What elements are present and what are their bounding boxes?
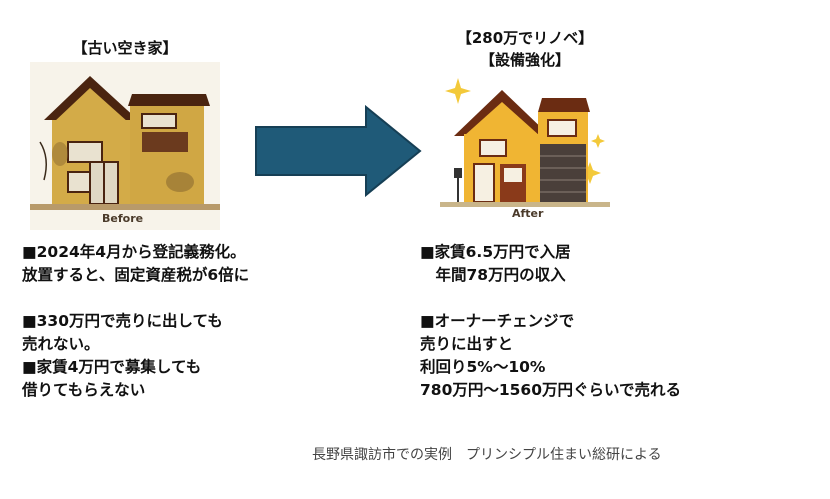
right-arrow-icon xyxy=(255,104,422,198)
before-line: ■家賃4万円で募集しても xyxy=(22,358,202,376)
old-house-illustration xyxy=(30,62,220,230)
after-line: 年間78万円の収入 xyxy=(420,266,566,284)
transition-arrow xyxy=(254,104,422,198)
after-line: 780万円～1560万円ぐらいで売れる xyxy=(420,381,682,399)
before-line: ■2024年4月から登記義務化。 xyxy=(22,243,246,261)
after-line: ■オーナーチェンジで xyxy=(420,312,575,330)
renovated-house-illustration xyxy=(440,72,610,224)
old-house-icon xyxy=(30,62,220,230)
before-tag: Before xyxy=(102,212,144,225)
after-line: 売りに出すと xyxy=(420,335,514,353)
source-footer: 長野県諏訪市での実例 プリンシプル住まい総研による xyxy=(312,447,662,463)
new-house-icon xyxy=(440,78,610,207)
before-description: ■2024年4月から登記義務化。 放置すると、固定資産税が6倍に ■330万円で… xyxy=(22,241,249,402)
sparkle-icon xyxy=(445,78,471,104)
after-tag: After xyxy=(512,207,544,220)
after-heading-1: 【280万でリノベ】 xyxy=(456,29,594,47)
before-line: ■330万円で売りに出しても xyxy=(22,312,223,330)
sparkle-icon xyxy=(579,162,601,184)
before-heading: 【古い空き家】 xyxy=(72,39,178,57)
after-description: ■家賃6.5万円で入居 年間78万円の収入 ■オーナーチェンジで 売りに出すと … xyxy=(420,241,681,402)
before-line: 借りてもらえない xyxy=(22,381,146,399)
before-line xyxy=(22,287,249,310)
after-line: 利回り5%～10% xyxy=(420,358,546,376)
after-line xyxy=(420,287,681,310)
after-line: ■家賃6.5万円で入居 xyxy=(420,243,571,261)
after-heading-2: 【設備強化】 xyxy=(479,51,570,69)
before-line: 放置すると、固定資産税が6倍に xyxy=(22,266,250,284)
before-line: 売れない。 xyxy=(22,335,100,353)
sparkle-icon xyxy=(591,134,605,148)
